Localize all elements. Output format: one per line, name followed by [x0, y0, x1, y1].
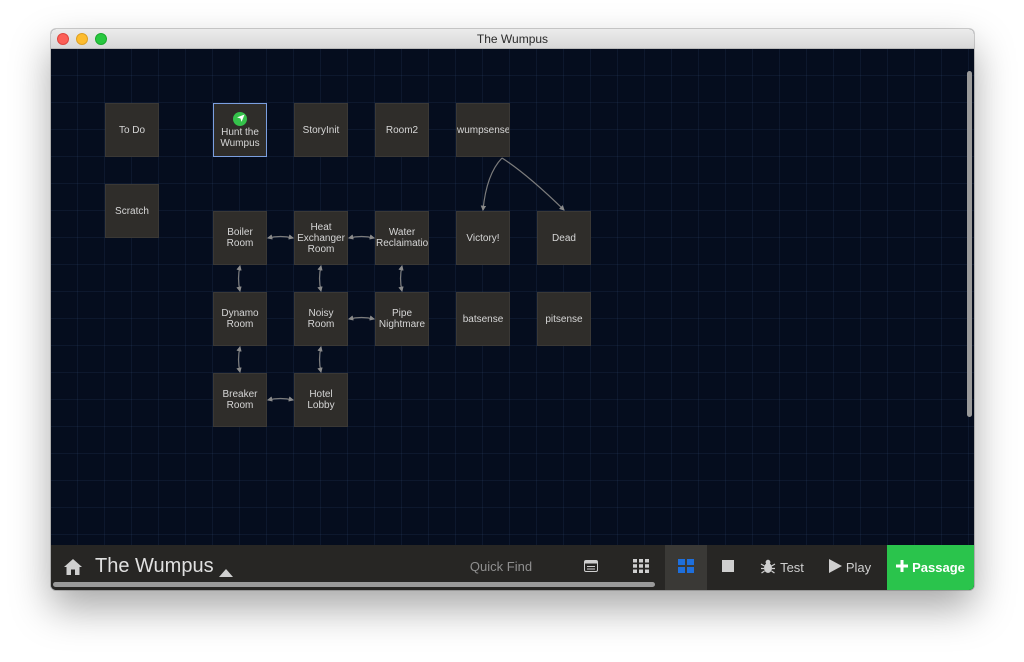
story-title[interactable]: The Wumpus [95, 555, 214, 577]
zoom-small-button[interactable] [622, 545, 660, 590]
passage-name: Breaker [222, 389, 258, 400]
add-passage-button[interactable]: Passage [887, 545, 974, 590]
play-icon [828, 559, 842, 576]
zoom-large-icon [722, 560, 734, 575]
passage-name: wumpsense [457, 124, 510, 136]
passage-card[interactable]: wumpsense [456, 103, 510, 157]
title-bar: The Wumpus [51, 29, 974, 49]
passage-name: Noisy [308, 308, 334, 319]
passage-link-arrow [236, 345, 242, 374]
caret-up-icon[interactable] [219, 564, 233, 582]
passage-name: Dynamo [221, 308, 259, 319]
passage-name: Boiler [227, 227, 253, 238]
passage-name: Lobby [307, 400, 335, 411]
passage-name: Reclaimation [376, 238, 429, 249]
passage-name: Pipe [391, 308, 412, 319]
play-label: Play [845, 560, 872, 575]
passage-link-arrow [236, 264, 242, 293]
passage-link-arrow [317, 264, 323, 293]
play-button[interactable]: Play [826, 545, 874, 590]
passage-card[interactable]: Scratch [105, 184, 159, 238]
passage-card[interactable]: To Do [105, 103, 159, 157]
window-title: The Wumpus [476, 32, 549, 46]
passage-card[interactable]: Victory! [456, 211, 510, 265]
passage-name: Room [226, 238, 254, 249]
passage-name: pitsense [545, 313, 583, 325]
passage-card[interactable]: Dead [537, 211, 591, 265]
horizontal-scrollbar[interactable] [53, 582, 655, 587]
test-button[interactable]: Test [757, 545, 807, 590]
passage-link-arrow [347, 234, 376, 240]
home-icon[interactable] [63, 558, 83, 581]
passage-name: Heat [310, 221, 332, 233]
passage-name: batsense [462, 313, 504, 325]
story-details-icon [584, 560, 598, 575]
passage-name: Exchanger [297, 232, 345, 244]
passage-link-arrow [266, 396, 295, 402]
passage-name: Room2 [385, 124, 419, 136]
rocket-icon [233, 111, 247, 126]
passage-links [236, 157, 565, 402]
passage-card[interactable]: Room2 [375, 103, 429, 157]
passage-link-arrow [501, 157, 565, 211]
bug-icon [760, 559, 776, 577]
passage-name: Room [307, 243, 335, 255]
passage-card[interactable]: StoryInit [294, 103, 348, 157]
maximize-window-button[interactable] [95, 33, 107, 45]
zoom-large-button[interactable] [711, 545, 745, 590]
passage-name: Room [307, 319, 335, 330]
minimize-window-button[interactable] [76, 33, 88, 45]
story-details-button[interactable] [575, 545, 607, 590]
passage-link-arrow [266, 234, 295, 240]
passage-card[interactable]: pitsense [537, 292, 591, 346]
zoom-medium-button[interactable] [665, 545, 707, 590]
plus-icon [896, 560, 909, 575]
passage-name: Room [226, 319, 254, 330]
zoom-small-icon [633, 559, 649, 576]
passage-name: Water [388, 227, 416, 238]
passage-name: Room [226, 400, 254, 411]
passage-name: Hotel [309, 389, 333, 400]
vertical-scrollbar[interactable] [967, 71, 972, 417]
passage-link-arrow [347, 315, 376, 321]
passage-link-arrow [398, 264, 404, 293]
passage-card[interactable]: batsense [456, 292, 510, 346]
add-passage-label: Passage [912, 560, 965, 575]
close-window-button[interactable] [57, 33, 69, 45]
test-label: Test [780, 560, 804, 575]
passage-name: Dead [552, 232, 576, 244]
passage-name: To Do [118, 124, 146, 136]
passage-link-arrow [317, 345, 323, 374]
passage-name: Nightmare [378, 319, 426, 330]
quick-find-input[interactable] [451, 555, 551, 577]
passage-name: Wumpus [220, 137, 260, 149]
story-toolbar: The Wumpus [51, 545, 974, 590]
zoom-medium-icon [678, 559, 694, 576]
passage-name: Hunt the [221, 126, 259, 138]
passage-name: Victory! [466, 232, 500, 244]
passage-link-arrow [480, 157, 503, 212]
passage-name: Scratch [115, 205, 149, 217]
passage-name: StoryInit [302, 124, 340, 136]
